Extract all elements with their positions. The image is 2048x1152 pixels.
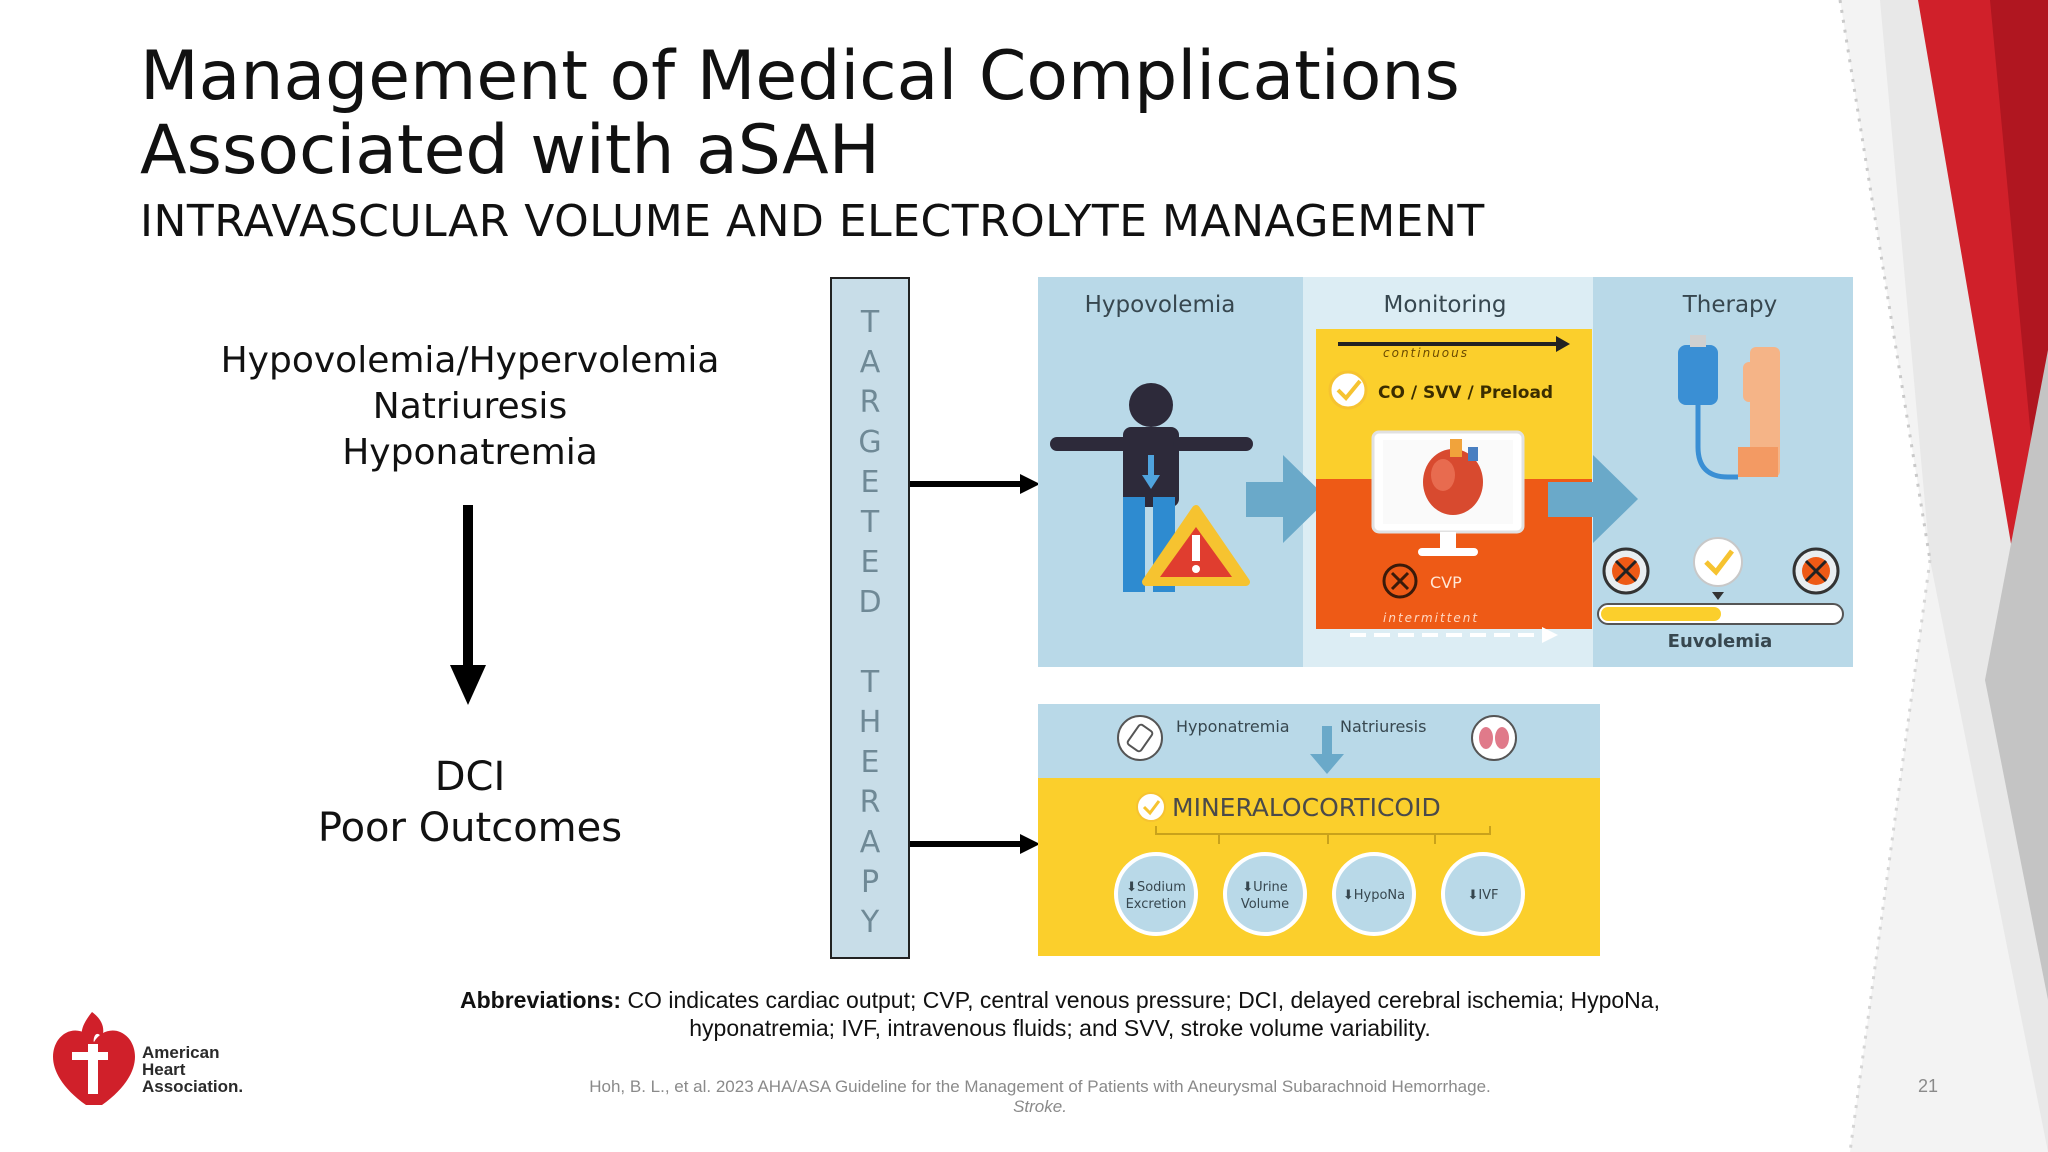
targeted-letter: A [859, 345, 881, 380]
abbreviations-label: Abbreviations: [460, 987, 622, 1013]
decorative-red-edge [1838, 0, 2048, 1152]
header-therapy: Therapy [1682, 292, 1778, 318]
natriuresis-label: Natriuresis [1340, 717, 1426, 736]
arrow-to-volume-panel [910, 474, 1040, 494]
cvp-label: CVP [1430, 573, 1462, 592]
header-monitoring: Monitoring [1384, 292, 1507, 318]
targeted-letter: H [858, 705, 882, 740]
svg-text:⬇Sodium: ⬇Sodium [1126, 880, 1186, 895]
header-hypovolemia: Hypovolemia [1085, 292, 1236, 318]
cause-item: Hypovolemia/Hypervolemia [220, 340, 720, 381]
continuous-arrow [1338, 342, 1558, 346]
targeted-letter: E [860, 545, 880, 580]
heart-icon [1423, 439, 1483, 515]
svg-text:Excretion: Excretion [1126, 897, 1187, 912]
abbreviations-note: Abbreviations: CO indicates cardiac outp… [440, 986, 1680, 1042]
targeted-letter: E [860, 465, 880, 500]
targeted-letter: P [860, 865, 880, 900]
arrow-shape [1246, 455, 1328, 543]
targeted-letter: A [859, 825, 881, 860]
targeted-letter: Y [860, 905, 880, 940]
co-svv-label: CO / SVV / Preload [1378, 383, 1553, 403]
mineralocorticoid-label: MINERALOCORTICOID [1172, 793, 1441, 822]
electrolyte-management-figure: Hyponatremia Natriuresis MINERALOCORTICO… [1038, 704, 1600, 956]
svg-text:⬇Urine: ⬇Urine [1242, 880, 1288, 895]
down-arrow [450, 505, 486, 705]
svg-text:⬇IVF: ⬇IVF [1467, 888, 1498, 903]
svg-text:Volume: Volume [1241, 897, 1289, 912]
slide-subtitle: INTRAVASCULAR VOLUME AND ELECTROLYTE MAN… [140, 196, 1485, 247]
effect-circle: ⬇HypoNa [1332, 852, 1416, 936]
cause-item: Natriuresis [372, 386, 568, 427]
citation: Hoh, B. L., et al. 2023 AHA/ASA Guidelin… [560, 1077, 1520, 1117]
continuous-label: continuous [1383, 346, 1469, 360]
person-icon [1050, 383, 1253, 592]
x-icon [1382, 563, 1418, 599]
volume-management-figure: Hypovolemia Monitoring Therapy continuou… [1038, 277, 1853, 667]
slide-title: Management of Medical Complications Asso… [140, 37, 1460, 190]
salt-shaker-icon [1117, 715, 1163, 761]
arm-icon [1738, 347, 1780, 477]
targeted-letter: G [858, 425, 882, 460]
outcome-list: DCI Poor Outcomes [190, 752, 750, 854]
arrow-to-electrolyte-panel [910, 834, 1040, 854]
down-arrow-small [1322, 726, 1332, 756]
targeted-therapy-box: T A R G E T E D T H E R A P Y [830, 277, 910, 959]
aha-logo [53, 1012, 135, 1105]
effect-circle: ⬇IVF [1441, 852, 1525, 936]
targeted-letter: T [860, 505, 880, 540]
svg-text:⬇HypoNa: ⬇HypoNa [1343, 888, 1405, 903]
check-icon [1693, 537, 1743, 587]
effect-circle: ⬇Sodium Excretion [1114, 852, 1198, 936]
targeted-letter: T [860, 665, 880, 700]
warning-icon [1142, 505, 1250, 586]
targeted-letter: E [860, 745, 880, 780]
check-icon [1328, 370, 1368, 410]
targeted-letter: R [859, 785, 881, 820]
page-number: 21 [1918, 1076, 1939, 1096]
targeted-letter: T [860, 305, 880, 340]
hyponatremia-label: Hyponatremia [1176, 717, 1290, 736]
euvolemia-label: Euvolemia [1668, 631, 1773, 652]
outcome-item: Poor Outcomes [317, 805, 623, 851]
check-icon [1136, 792, 1166, 822]
targeted-letter: R [859, 385, 881, 420]
citation-journal: Stroke. [1013, 1097, 1067, 1116]
aha-logo-text: American Heart Association. [142, 1043, 244, 1096]
abbreviations-text: CO indicates cardiac output; CVP, centra… [627, 987, 1660, 1041]
outcome-item: DCI [434, 754, 506, 800]
intermittent-label: intermittent [1383, 611, 1479, 625]
arrow-shape [1548, 455, 1638, 543]
targeted-letter: D [858, 585, 882, 620]
effect-circle: ⬇Urine Volume [1223, 852, 1307, 936]
cause-item: Hyponatremia [342, 432, 598, 473]
kidney-icon [1471, 715, 1517, 761]
citation-text: Hoh, B. L., et al. 2023 AHA/ASA Guidelin… [589, 1077, 1491, 1096]
cause-list: Hypovolemia/Hypervolemia Natriuresis Hyp… [190, 338, 750, 476]
iv-bag-icon [1678, 335, 1738, 480]
